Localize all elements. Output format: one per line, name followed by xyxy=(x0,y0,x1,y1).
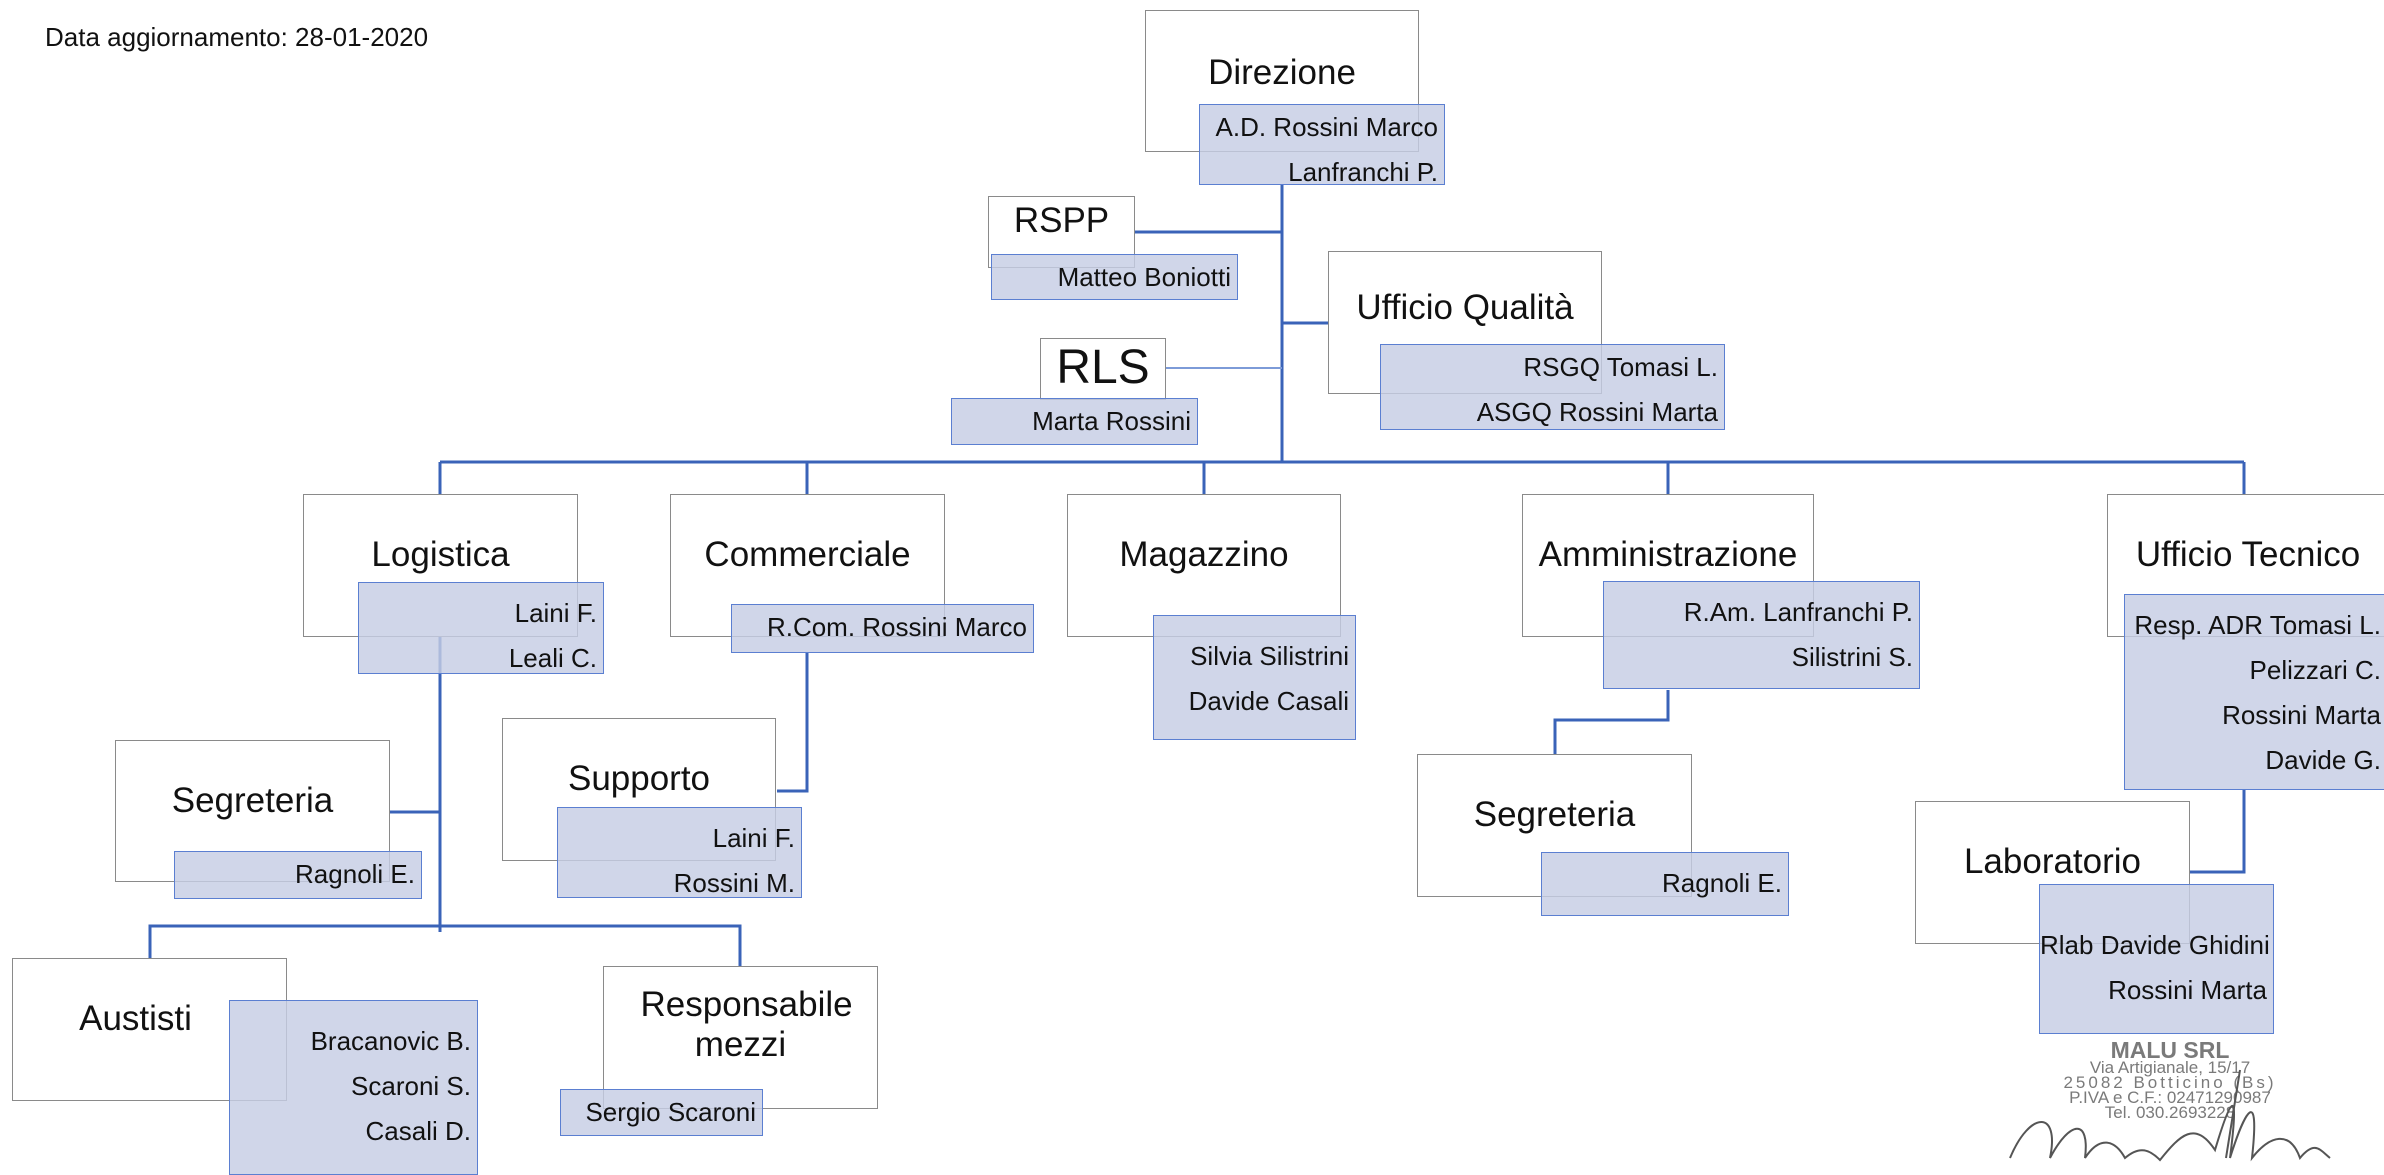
laboratorio-people: Rlab Davide Ghidini Rossini Marta xyxy=(2039,884,2274,1034)
person: Laini F. xyxy=(712,823,795,853)
person: Laini F. xyxy=(514,598,597,628)
person: Davide Casali xyxy=(1188,686,1349,716)
magazzino-title: Magazzino xyxy=(1119,535,1289,574)
amministrazione-title: Amministrazione xyxy=(1538,535,1798,574)
amministrazione-people: R.Am. Lanfranchi P. Silistrini S. xyxy=(1603,581,1920,689)
person: Silvia Silistrini xyxy=(1190,641,1349,671)
person: Matteo Boniotti xyxy=(1057,262,1231,292)
rspp-people: Matteo Boniotti xyxy=(991,254,1238,300)
person: Resp. ADR Tomasi L. xyxy=(2134,610,2381,640)
commerciale-title: Commerciale xyxy=(704,535,911,574)
logistica-title: Logistica xyxy=(371,535,510,574)
rspp-title: RSPP xyxy=(1013,201,1110,240)
person: Casali D. xyxy=(365,1116,471,1146)
mezzi-people: Sergio Scaroni xyxy=(560,1089,763,1136)
person: Rlab Davide Ghidini xyxy=(2040,930,2270,960)
person: Scaroni S. xyxy=(351,1071,471,1101)
segreteria-amministrazione-people: Ragnoli E. xyxy=(1541,852,1789,916)
person: Davide G. xyxy=(2265,745,2381,775)
person: R.Am. Lanfranchi P. xyxy=(1683,597,1913,627)
magazzino-box: Magazzino xyxy=(1067,494,1341,637)
person: Ragnoli E. xyxy=(295,859,415,889)
mezzi-box: Responsabile mezzi xyxy=(603,966,878,1109)
tecnico-people: Resp. ADR Tomasi L. Pelizzari C. Rossini… xyxy=(2124,594,2384,790)
company-stamp: MALU SRL Via Artigianale, 15/17 25082 Bo… xyxy=(2040,1037,2300,1122)
rls-title: RLS xyxy=(1056,341,1150,394)
qualita-people: RSGQ Tomasi L. ASGQ Rossini Marta xyxy=(1380,344,1725,430)
person: Silistrini S. xyxy=(1791,642,1913,672)
commerciale-people: R.Com. Rossini Marco xyxy=(731,604,1034,653)
supporto-people: Laini F. Rossini M. xyxy=(557,807,802,898)
autisti-people: Bracanovic B. Scaroni S. Casali D. xyxy=(229,1000,478,1175)
update-date: Data aggiornamento: 28-01-2020 xyxy=(45,22,429,52)
direzione-title: Direzione xyxy=(1208,53,1356,92)
stamp-phone: Tel. 030.2693228 xyxy=(2104,1103,2236,1122)
person: Marta Rossini xyxy=(1032,406,1191,436)
person: Sergio Scaroni xyxy=(585,1097,756,1127)
segreteria-amministrazione-title: Segreteria xyxy=(1473,795,1636,834)
person: ASGQ Rossini Marta xyxy=(1476,397,1718,427)
person: Rossini Marta xyxy=(2222,700,2381,730)
person: Rossini Marta xyxy=(2108,975,2267,1005)
laboratorio-title: Laboratorio xyxy=(1963,842,2142,881)
segreteria-logistica-title: Segreteria xyxy=(171,781,334,820)
tecnico-title: Ufficio Tecnico xyxy=(2135,535,2361,574)
logistica-people: Laini F. Leali C. xyxy=(358,582,604,674)
qualita-title: Ufficio Qualità xyxy=(1356,288,1574,327)
stamp-vat: P.IVA e C.F.: 02471290987 xyxy=(2069,1088,2271,1107)
rls-people: Marta Rossini xyxy=(951,398,1198,445)
person: Ragnoli E. xyxy=(1662,868,1782,898)
segreteria-logistica-people: Ragnoli E. xyxy=(174,851,422,899)
magazzino-people: Silvia Silistrini Davide Casali xyxy=(1153,615,1356,740)
autisti-title: Austisti xyxy=(79,999,192,1038)
rls-box: RLS xyxy=(1040,338,1166,400)
supporto-title: Supporto xyxy=(567,759,711,798)
mezzi-title: Responsabile mezzi xyxy=(640,985,853,1065)
person: A.D. Rossini Marco xyxy=(1215,112,1439,142)
direzione-people: A.D. Rossini Marco Lanfranchi P. xyxy=(1199,104,1445,187)
person: Bracanovic B. xyxy=(310,1026,471,1056)
person: RSGQ Tomasi L. xyxy=(1523,352,1718,382)
person: Rossini M. xyxy=(673,868,795,898)
person: Pelizzari C. xyxy=(2249,655,2381,685)
person: R.Com. Rossini Marco xyxy=(766,612,1027,642)
stamp-company-name: MALU SRL xyxy=(2110,1037,2230,1063)
person: Lanfranchi P. xyxy=(1288,157,1438,187)
stamp-address: Via Artigianale, 15/17 xyxy=(2089,1058,2251,1077)
handwritten-signature xyxy=(2009,1069,2331,1162)
stamp-city: 25082 Botticino (Bs) xyxy=(2063,1073,2277,1092)
person: Leali C. xyxy=(508,643,597,673)
